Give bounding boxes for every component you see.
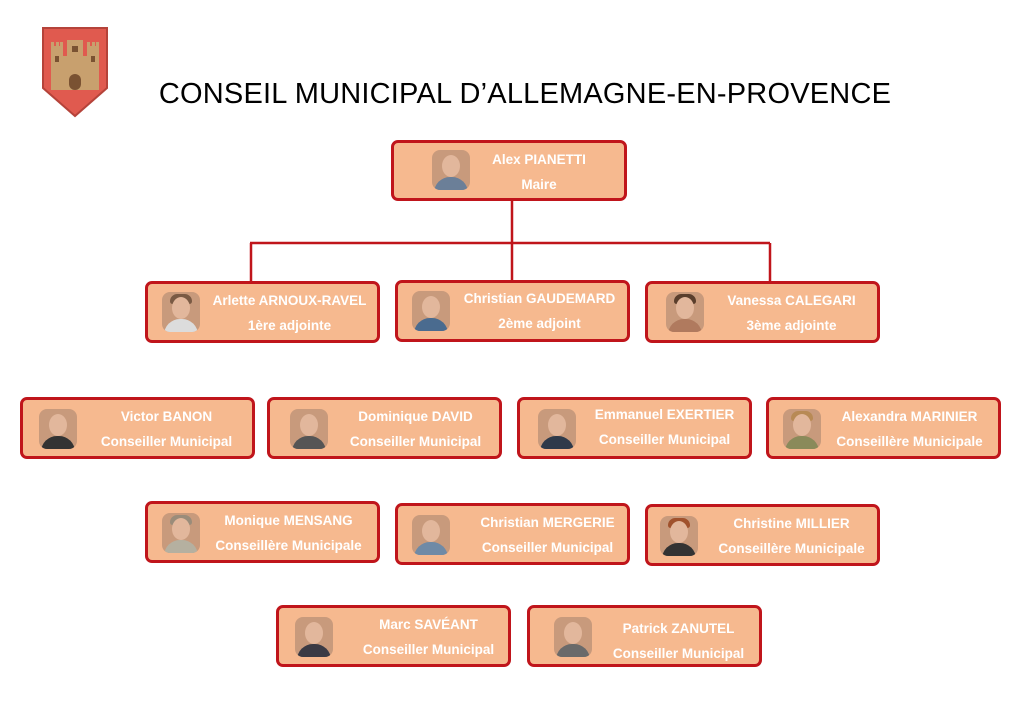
member-role: Conseillère Municipale [718,541,865,556]
page-title: CONSEIL MUNICIPAL D’ALLEMAGNE-EN-PROVENC… [158,78,892,110]
card-adjoint: Vanessa CALEGARI 3ème adjointe [645,281,880,343]
town-crest-icon [42,27,108,118]
member-photo [432,150,470,190]
member-photo [162,513,200,553]
member-role: Conseiller Municipal [362,642,495,657]
member-role: Conseiller Municipal [349,434,482,449]
card-adjoint: Arlette ARNOUX-RAVEL 1ère adjointe [145,281,380,343]
member-role: Conseiller Municipal [100,434,233,449]
member-photo [666,292,704,332]
member-role: Conseiller Municipal [481,540,614,555]
card-conseiller: Monique MENSANG Conseillère Municipale [145,501,380,563]
member-name: Patrick ZANUTEL [622,621,735,636]
card-conseiller: Marc SAVÉANT Conseiller Municipal [276,605,511,667]
member-photo [538,409,576,449]
member-photo [290,409,328,449]
card-conseiller: Christian MERGERIE Conseiller Municipal [395,503,630,565]
member-role: 2ème adjoint [498,316,581,331]
member-name: Dominique DAVID [358,409,473,424]
member-name: Alex PIANETTI [492,152,586,167]
card-conseiller: Dominique DAVID Conseiller Municipal [267,397,502,459]
member-photo [412,515,450,555]
member-photo [295,617,333,657]
card-conseiller: Christine MILLIER Conseillère Municipale [645,504,880,566]
card-conseiller: Emmanuel EXERTIER Conseiller Municipal [517,397,752,459]
card-conseiller: Alexandra MARINIER Conseillère Municipal… [766,397,1001,459]
member-photo [39,409,77,449]
member-name: Victor BANON [120,409,213,424]
member-role: Conseiller Municipal [612,646,745,661]
member-name: Marc SAVÉANT [379,617,478,632]
member-role: 3ème adjointe [746,318,837,333]
member-role: 1ère adjointe [247,318,332,333]
member-role: Maire [521,177,557,192]
member-photo [554,617,592,657]
member-name: Monique MENSANG [224,513,353,528]
member-name: Christian MERGERIE [480,515,615,530]
member-name: Emmanuel EXERTIER [594,407,735,422]
member-name: Arlette ARNOUX-RAVEL [212,293,367,308]
member-name: Christine MILLIER [733,516,850,531]
card-conseiller: Patrick ZANUTEL Conseiller Municipal [527,605,762,667]
member-name: Vanessa CALEGARI [727,293,856,308]
member-role: Conseillère Municipale [215,538,362,553]
member-role: Conseiller Municipal [598,432,731,447]
card-adjoint: Christian GAUDEMARD 2ème adjoint [395,280,630,342]
member-photo [412,291,450,331]
member-name: Alexandra MARINIER [841,409,978,424]
member-photo [660,516,698,556]
member-photo [162,292,200,332]
card-conseiller: Victor BANON Conseiller Municipal [20,397,255,459]
member-role: Conseillère Municipale [836,434,983,449]
member-name: Christian GAUDEMARD [463,291,616,306]
card-maire: Alex PIANETTI Maire [391,140,627,201]
member-photo [783,409,821,449]
